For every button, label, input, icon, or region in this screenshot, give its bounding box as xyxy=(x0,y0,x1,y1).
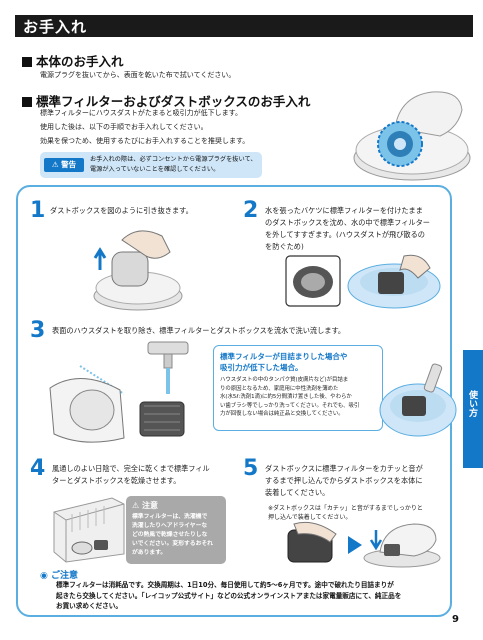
clogged-filter-callout: 標準フィルターが目詰まりした場合や 吸引力が低下した場合。 ハウスダストの中のタ… xyxy=(213,345,383,431)
caution-line: どの熱風で乾燥させたりしな xyxy=(132,532,208,538)
clogged-body-line: 水(水5ℓ:洗剤1滴)に約5分間漬け置きした後、やわらか xyxy=(220,394,352,400)
caution-line: いでください。変形するおそれ xyxy=(132,541,213,547)
page-number: 9 xyxy=(452,614,459,625)
note-line: 標準フィルターは消耗品です。交換周期は、1日10分、毎日使用して約5〜6ヶ月です… xyxy=(56,581,394,589)
note-label: ご注意 xyxy=(51,571,79,581)
clogged-body-line: りの原因となるため、家庭用に中性洗剤を薄めた xyxy=(220,385,339,392)
warning-line: 電源が入っていないことを確認してください。 xyxy=(90,166,220,173)
filter-care-line: 効果を保つため、使用するたびにお手入れすることを推奨します。 xyxy=(40,137,250,145)
step-1-text: ダストボックスを図のように引き抜きます。 xyxy=(50,205,193,217)
step-5-note-line: 押し込んで装着してください。 xyxy=(268,514,352,521)
warning-line: お手入れの際は、必ずコンセントから電源プラグを抜いて、 xyxy=(90,156,257,163)
warning-text: お手入れの際は、必ずコンセントから電源プラグを抜いて、 電源が入っていないことを… xyxy=(90,155,257,175)
step-3-text: 表面のハウスダストを取り除き、標準フィルターとダストボックスを流水で洗い流します… xyxy=(52,325,345,337)
clogged-body-line: ハウスダストの中のタンパク質(皮膚片など)が目詰ま xyxy=(220,377,349,383)
note-heading: ◉ ご注意 xyxy=(40,568,78,581)
step-5-note-line: ※ダストボックスは「カチッ」と音がするまでしっかりと xyxy=(268,505,423,512)
vacuum-device-illustration xyxy=(353,91,471,181)
step-3-illustration xyxy=(49,341,189,443)
step-4-number: 4 xyxy=(30,456,46,481)
filter-care-heading: 標準フィルターおよびダストボックスのお手入れ xyxy=(22,91,310,110)
note-line: 起きたら交換してください。「レイコップ公式サイト」などの公式オンラインストアまた… xyxy=(56,591,402,600)
step-2-line: 水を張ったバケツに標準フィルターを付けたまま xyxy=(265,206,423,215)
step-2-number: 2 xyxy=(243,198,259,223)
page-title: お手入れ xyxy=(23,18,88,36)
caution-box: ⚠ 注意 標準フィルターは、洗濯機で 洗濯したりヘアドライヤーな どの熱風で乾燥… xyxy=(126,496,226,564)
step-2-line: を防ぐため) xyxy=(265,242,304,251)
caution-line: 洗濯したりヘアドライヤーな xyxy=(132,523,208,529)
step-3-line: 表面のハウスダストを取り除き、標準フィルターとダストボックスを流水で洗い流します… xyxy=(52,326,346,335)
step-1-line: ダストボックスを図のように引き抜きます。 xyxy=(50,206,193,215)
step-2-line: を外してすすぎます。(ハウスダストが飛び散るの xyxy=(265,230,425,239)
step-2-illustration xyxy=(285,254,441,309)
caution-body: 標準フィルターは、洗濯機で 洗濯したりヘアドライヤーな どの熱風で乾燥させたりし… xyxy=(132,513,224,558)
info-icon: ◉ xyxy=(40,571,48,581)
warning-badge: ⚠ 警告 xyxy=(44,158,84,172)
note-line: お買い求めください。 xyxy=(56,602,122,610)
clogged-body-line: 力が回復しない場合は純正品と交換してください。 xyxy=(220,411,344,417)
clogged-body-line: い歯ブラシ等でしっかり洗ってください。それでも、吸引 xyxy=(220,402,360,409)
filter-care-line: 使用した後は、以下の手順でお手入れしてください。 xyxy=(40,123,208,131)
step-5-text: ダストボックスに標準フィルターをカチッと音が するまで押し込んでからダストボック… xyxy=(265,463,423,499)
step-5-number: 5 xyxy=(243,456,259,481)
step-4-text: 風通しのよい日陰で、完全に乾くまで標準フィル ターとダストボックスを乾燥させます… xyxy=(52,463,210,487)
step-2-text: 水を張ったバケツに標準フィルターを付けたまま のダストボックスを沈め、水の中で標… xyxy=(265,205,430,253)
step-1-illustration xyxy=(93,230,183,311)
body-care-heading: 本体のお手入れ xyxy=(22,51,124,70)
caution-heading: ⚠ 注意 xyxy=(132,500,158,511)
warning-label: 警告 xyxy=(61,160,77,169)
step-4-line: 風通しのよい日陰で、完全に乾くまで標準フィル xyxy=(52,464,210,473)
step-1-number: 1 xyxy=(30,198,46,223)
side-tab-label: 使い方 xyxy=(467,390,477,417)
step-5-line: するまで押し込んでからダストボックスを本体に xyxy=(265,476,423,485)
warning-icon: ⚠ xyxy=(51,160,59,169)
warning-box: ⚠ 警告 お手入れの際は、必ずコンセントから電源プラグを抜いて、 電源が入ってい… xyxy=(40,152,262,178)
soak-filter-illustration xyxy=(379,363,457,437)
caution-line: 標準フィルターは、洗濯機で xyxy=(132,514,208,520)
caution-line: があります。 xyxy=(132,550,167,556)
step-5-line: ダストボックスに標準フィルターをカチッと音が xyxy=(265,464,423,473)
step-4-illustration xyxy=(53,497,125,563)
step-5-illustration xyxy=(287,521,441,568)
step-5-line: 装着してください。 xyxy=(265,488,330,497)
page-title-bar: お手入れ xyxy=(15,15,473,37)
step-4-line: ターとダストボックスを乾燥させます。 xyxy=(52,476,181,485)
clogged-body: ハウスダストの中のタンパク質(皮膚片など)が目詰ま りの原因となるため、家庭用に… xyxy=(220,376,378,419)
section-side-tab: 使い方 xyxy=(463,350,483,468)
clogged-title: 標準フィルターが目詰まりした場合や 吸引力が低下した場合。 xyxy=(220,351,347,373)
note-text: 標準フィルターは消耗品です。交換周期は、1日10分、毎日使用して約5〜6ヶ月です… xyxy=(56,580,456,612)
filter-care-line: 標準フィルターにハウスダストがたまると吸引力が低下します。 xyxy=(40,109,242,117)
clogged-title-line: 吸引力が低下した場合。 xyxy=(220,363,303,372)
body-care-text: 電源プラグを抜いてから、表面を乾いた布で拭いてください。 xyxy=(40,71,236,79)
caution-label: 注意 xyxy=(141,501,158,510)
warning-icon: ⚠ xyxy=(132,501,140,510)
step-3-number: 3 xyxy=(30,318,46,343)
step-5-note: ※ダストボックスは「カチッ」と音がするまでしっかりと 押し込んで装着してください… xyxy=(268,504,423,522)
step-2-line: のダストボックスを沈め、水の中で標準フィルター xyxy=(265,218,430,227)
clogged-title-line: 標準フィルターが目詰まりした場合や xyxy=(220,352,348,361)
